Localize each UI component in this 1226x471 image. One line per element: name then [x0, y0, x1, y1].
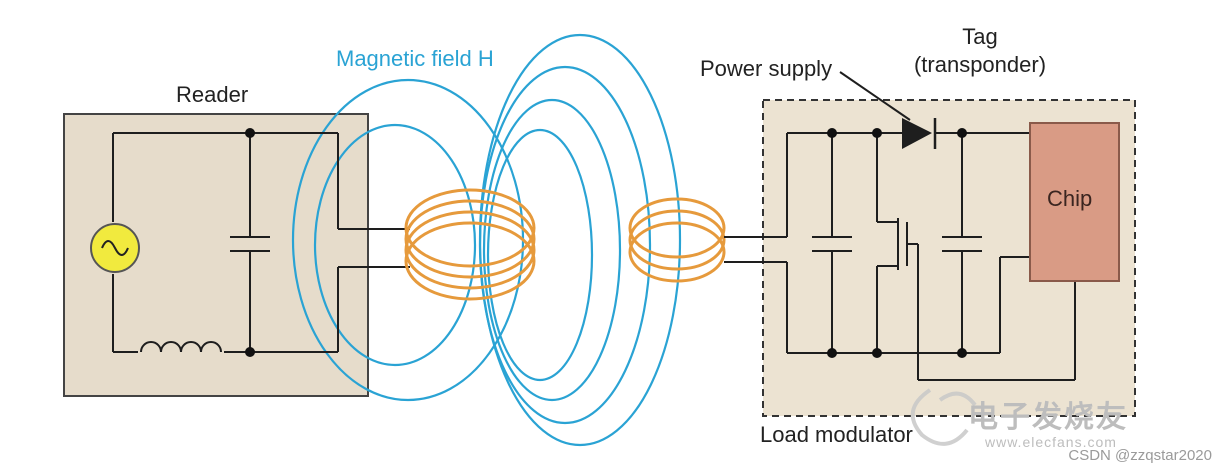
load-modulator-label: Load modulator — [760, 422, 913, 447]
tag-coil — [628, 197, 726, 283]
chip-block — [1029, 122, 1120, 282]
reader-label: Reader — [176, 82, 249, 107]
watermark-site-cn: 电子发烧友 — [968, 401, 1128, 434]
reader-node-bottom — [245, 347, 255, 357]
tag-label-line1: Tag — [962, 24, 998, 49]
reader-inductor — [140, 341, 222, 353]
chip-label: Chip — [1047, 186, 1093, 211]
reader-circuit — [112, 132, 410, 353]
watermark-site-url: www.elecfans.com — [985, 434, 1117, 450]
watermark-logo — [910, 388, 977, 446]
tag-label: Tag (transponder) — [905, 26, 1055, 76]
magnetic-field-label: Magnetic field H — [336, 46, 494, 71]
tag-nodes — [827, 128, 967, 358]
reader-coil — [404, 188, 536, 301]
ac-source-wave-icon — [101, 240, 129, 256]
magnetic-field-lines — [291, 33, 682, 447]
tag-label-line2: (transponder) — [913, 52, 1047, 77]
power-supply-label: Power supply — [700, 56, 833, 81]
reader-node-top — [245, 128, 255, 138]
watermark-credit: CSDN @zzqstar2020 — [1068, 447, 1212, 464]
diode-icon — [902, 118, 932, 149]
